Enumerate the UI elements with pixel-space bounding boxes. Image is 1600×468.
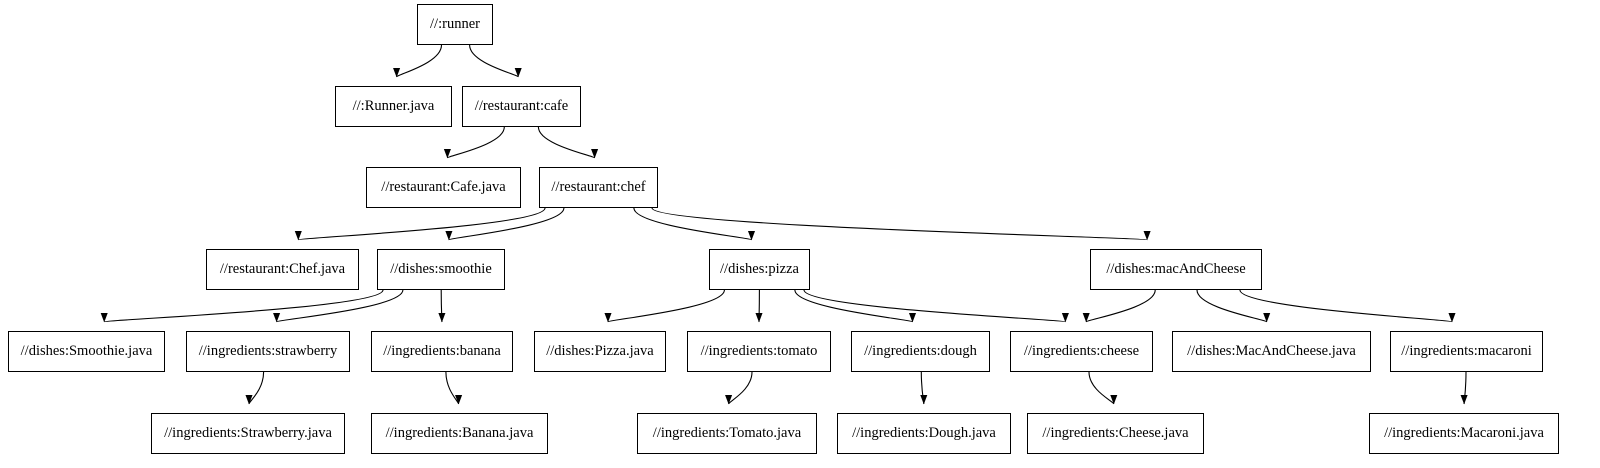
graph-edge-dishes_pizza-to-ing_cheese [803,289,1069,323]
edge-group [101,44,1468,405]
graph-node-ing_cheese[interactable]: //ingredients:cheese [1010,331,1153,372]
graph-node-runner[interactable]: //:runner [417,4,493,45]
graph-edge-ing_cheese-to-cheese_java [1088,371,1118,405]
graph-edge-dishes_mac-to-ing_macaroni [1239,289,1455,323]
graph-node-label: //restaurant:chef [551,179,646,196]
graph-node-ing_tomato[interactable]: //ingredients:tomato [687,331,831,372]
graph-node-dishes_smoothie[interactable]: //dishes:smoothie [377,249,505,290]
graph-node-banana_java[interactable]: //ingredients:Banana.java [371,413,548,454]
graph-node-ing_strawberry[interactable]: //ingredients:strawberry [186,331,350,372]
graph-node-label: //ingredients:dough [864,343,977,360]
graph-edge-ing_tomato-to-tomato_java [725,371,753,405]
graph-edge-dishes_smoothie-to-ing_banana [438,289,446,323]
graph-node-label: //ingredients:Banana.java [385,425,534,442]
graph-edge-runner-to-runner_java [393,44,443,78]
graph-node-dough_java[interactable]: //ingredients:Dough.java [837,413,1011,454]
graph-edge-restaurant_cafe-to-restaurant_chef [537,126,598,159]
graph-node-dishes_mac[interactable]: //dishes:macAndCheese [1090,249,1262,290]
graph-node-restaurant_chef[interactable]: //restaurant:chef [539,167,658,208]
graph-node-label: //dishes:MacAndCheese.java [1187,343,1356,360]
graph-node-strawberry_java[interactable]: //ingredients:Strawberry.java [151,413,345,454]
graph-node-cheese_java[interactable]: //ingredients:Cheese.java [1027,413,1204,454]
graph-node-chef_java[interactable]: //restaurant:Chef.java [206,249,359,290]
graph-node-ing_dough[interactable]: //ingredients:dough [851,331,990,372]
graph-edge-ing_banana-to-banana_java [445,371,463,405]
graph-node-macaroni_java[interactable]: //ingredients:Macaroni.java [1369,413,1559,454]
graph-edge-restaurant_chef-to-dishes_pizza [633,207,755,241]
graph-edge-dishes_pizza-to-pizza_java [604,289,725,323]
graph-node-runner_java[interactable]: //:Runner.java [335,86,452,127]
graph-edge-dishes_pizza-to-ing_dough [794,289,916,323]
graph-node-label: //ingredients:cheese [1023,343,1140,360]
graph-edge-restaurant_cafe-to-cafe_java [444,126,505,159]
graph-node-label: //restaurant:Chef.java [219,261,346,278]
graph-edge-dishes_smoothie-to-ing_strawberry [273,289,404,323]
graph-node-ing_macaroni[interactable]: //ingredients:macaroni [1390,331,1543,372]
graph-node-label: //dishes:macAndCheese [1106,261,1246,278]
graph-node-label: //ingredients:strawberry [198,343,338,360]
graph-node-label: //restaurant:cafe [474,98,569,115]
graph-node-label: //ingredients:banana [383,343,501,360]
graph-node-label: //ingredients:tomato [700,343,818,360]
graph-node-label: //dishes:pizza [720,261,799,278]
graph-edge-dishes_mac-to-mac_java [1196,289,1271,323]
graph-node-ing_banana[interactable]: //ingredients:banana [371,331,513,372]
graph-node-label: //dishes:smoothie [390,261,492,278]
graph-edge-ing_dough-to-dough_java [920,371,928,405]
graph-node-label: //dishes:Pizza.java [546,343,654,360]
graph-edge-restaurant_chef-to-dishes_smoothie [445,207,565,241]
graph-node-pizza_java[interactable]: //dishes:Pizza.java [534,331,666,372]
graph-node-label: //ingredients:Strawberry.java [164,425,332,442]
graph-edge-restaurant_chef-to-dishes_mac [651,207,1149,241]
graph-node-restaurant_cafe[interactable]: //restaurant:cafe [462,86,581,127]
graph-node-dishes_pizza[interactable]: //dishes:pizza [709,249,810,290]
graph-edge-runner-to-restaurant_cafe [469,44,522,78]
graph-node-mac_java[interactable]: //dishes:MacAndCheese.java [1172,331,1371,372]
graph-edge-ing_strawberry-to-strawberry_java [245,371,265,405]
graph-edge-restaurant_chef-to-chef_java [295,207,546,241]
graph-node-label: //:Runner.java [352,98,435,115]
graph-node-tomato_java[interactable]: //ingredients:Tomato.java [637,413,817,454]
graph-node-label: //restaurant:Cafe.java [381,179,506,196]
graph-node-label: //:runner [430,16,480,33]
graph-node-label: //ingredients:macaroni [1401,343,1532,360]
graph-node-smoothie_java[interactable]: //dishes:Smoothie.java [8,331,165,372]
graph-node-label: //ingredients:Macaroni.java [1384,425,1544,442]
graph-node-cafe_java[interactable]: //restaurant:Cafe.java [366,167,521,208]
graph-edge-dishes_mac-to-ing_cheese [1082,289,1156,323]
graph-node-label: //dishes:Smoothie.java [20,343,153,360]
graph-edge-ing_macaroni-to-macaroni_java [1460,371,1468,405]
graph-node-label: //ingredients:Dough.java [852,425,996,442]
graph-edge-dishes_smoothie-to-smoothie_java [101,289,384,323]
graph-node-label: //ingredients:Tomato.java [652,425,802,442]
graph-node-label: //ingredients:Cheese.java [1042,425,1189,442]
